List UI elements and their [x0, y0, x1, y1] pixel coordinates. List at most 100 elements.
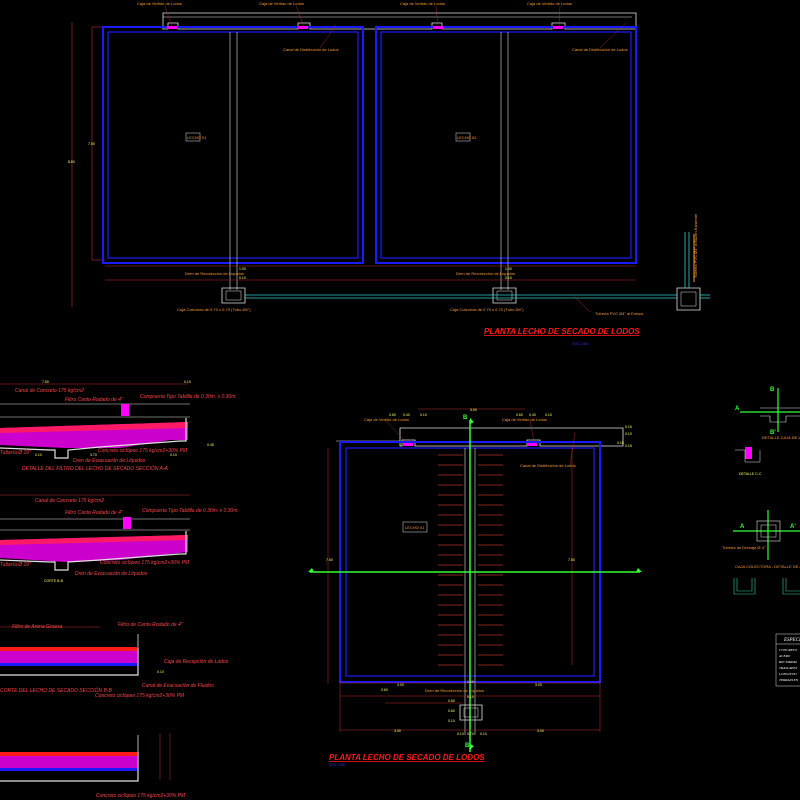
- s2-label-tuberia: Tubería Ø 10": [0, 562, 31, 568]
- title-planta-top-text: PLANTA LECHO DE SECADO DE LODOS: [484, 327, 640, 336]
- s3-label-canal: Canal de Evacuación de Fluidos: [142, 683, 214, 689]
- mark-a2-detail: A': [790, 524, 796, 530]
- dim-top-total: 3.00: [470, 408, 477, 412]
- label-tuberia-vertical: Tubería PVC Ø4" a Buzón Existente: [693, 213, 698, 278]
- dim-d2: 0.10: [239, 276, 246, 280]
- label-detail-1: DETALLE CAJA DE VERTIDO: [762, 435, 800, 440]
- title-planta-main-text: PLANTA LECHO DE SECADO DE LODOS: [329, 753, 485, 762]
- mark-a: A: [735, 406, 740, 412]
- s3-dim: 0.10: [157, 670, 164, 674]
- label-canal-distribucion-main: Canal de Distribución de Lodos: [520, 463, 576, 468]
- s3-title: CORTE DEL LECHO DE SECADO SECCIÓN B-B: [0, 687, 112, 694]
- scale-main: ESC 1/50: [330, 763, 345, 767]
- label-lecho-main: LECHO 01: [405, 525, 425, 530]
- label-caja-vertido-1: Caja de Vertido de Lodos: [137, 1, 182, 6]
- s1-dim-top: 7.50: [42, 380, 49, 384]
- plan-top: 8.80 7.50: [68, 1, 710, 346]
- dim-d3: 1.00: [505, 267, 512, 271]
- dim-bottom-left: 3.00: [397, 683, 404, 687]
- legend-item: RECUBRIM.: [778, 660, 798, 664]
- section-mark-b-top: B: [463, 415, 468, 421]
- dim-top-e: 0.40: [529, 413, 536, 417]
- s1-title: DETALLE DEL FILTRO DEL LECHO DE SECADO S…: [22, 465, 169, 472]
- dim-box-w1: 0.10: [457, 732, 464, 736]
- s1-dim-h: 0.45: [207, 443, 214, 447]
- mark-b: B: [770, 387, 775, 393]
- s2-corte: CORTE B-B: [44, 579, 64, 583]
- details-right: A B B' DETALLE CAJA DE VERTIDO DETALLE C…: [722, 387, 800, 595]
- dim-bot-total-left: 3.00: [394, 729, 401, 733]
- dim-box-w3: 0.10: [480, 732, 487, 736]
- s1-dim-right: 0.10: [184, 380, 191, 384]
- label-caja-colectora-1: Caja Colectora de 0.70 x 0.70 (Tubo Ø4"): [177, 307, 251, 312]
- label-caja-vertido-right: Caja de Vertido de Lodos: [502, 417, 547, 422]
- legend-item: ACERO: [778, 654, 791, 658]
- legend-item: TRASLAPES: [779, 666, 797, 670]
- legend-item: LONGITUD: [778, 672, 797, 676]
- label-caja-vertido-3: Caja de Vertido de Lodos: [400, 1, 445, 6]
- dim-d1: 1.00: [239, 267, 246, 271]
- dim-height-inner: 7.50: [88, 142, 95, 146]
- dim-right-2: 0.10: [625, 432, 632, 436]
- dim-top-f: 0.10: [545, 413, 552, 417]
- s1-label-filtro: Filtro Canto Rodado de 4": [65, 397, 123, 403]
- section-4: Concreto ciclópeo 175 kg/cm2+30% PM: [0, 733, 186, 799]
- s1-dim-c: 0.10: [170, 453, 177, 457]
- dim-bot-total-right: 3.00: [537, 729, 544, 733]
- legend-item: CONCRETO: [779, 648, 798, 652]
- label-detail-3: CAJA COLECTORA - DETALLE DE ARMADURA: [735, 564, 800, 569]
- s2-label-canal: Canal de Concreto 175 kg/cm2: [35, 498, 104, 504]
- s4-label-concreto: Concreto ciclópeo 175 kg/cm2+30% PM: [96, 793, 186, 799]
- dim-center-1: 1.00: [467, 680, 474, 684]
- dim-left-height: 7.50: [326, 558, 333, 562]
- section-1: 7.50 0.10 Canal de Concreto 175 kg/cm2 F…: [0, 380, 237, 472]
- mark-a-detail: A: [740, 524, 745, 530]
- dim-box-1: 0.60: [448, 699, 455, 703]
- section-mark-b-bottom: B': [465, 743, 471, 749]
- label-canal-distribucion-2: Canal de Distribución de Lodos: [572, 47, 628, 52]
- dim-top-c: 0.10: [420, 413, 427, 417]
- dim-box-3: 0.10: [448, 719, 455, 723]
- title-planta-main: PLANTA LECHO DE SECADO DE LODOS: [329, 753, 485, 762]
- dim-bottom-right: 3.00: [535, 683, 542, 687]
- plan-main: B B' LECHO 01 3.00 0.60 0.40 0.10 0.60 0…: [308, 408, 642, 767]
- dim-top-d: 0.60: [516, 413, 523, 417]
- dim-d4: 0.10: [505, 276, 512, 280]
- s3-label-filtro-canto: Filtro de Canto Rodado de 4": [118, 622, 183, 628]
- dim-top-b: 0.40: [403, 413, 410, 417]
- label-caja-vertido-left: Caja de Vertido de Lodos: [364, 417, 409, 422]
- dim-box-2: 0.60: [448, 709, 455, 713]
- label-dren-2: Dren de Recolección de Líquidos: [456, 271, 515, 276]
- dim-bottom-small: 0.60: [381, 688, 388, 692]
- s1-label-canal: Canal de Concreto 175 kg/cm2: [15, 388, 84, 394]
- label-dren-main: Dren de Recolección de Líquidos: [425, 688, 484, 693]
- legend-title: ESPECIFICACIONES: [783, 638, 800, 643]
- title-planta-top: PLANTA LECHO DE SECADO DE LODOS: [484, 327, 640, 336]
- s1-label-compuerta: Compuerta Tipo Tablilla de 0.30m. x 0.30…: [140, 394, 237, 400]
- label-lecho-02: LECHO 02: [457, 135, 477, 140]
- label-lecho-01: LECHO 01: [187, 135, 207, 140]
- label-detail-2: DETALLE C-C: [739, 472, 762, 476]
- s2-label-compuerta: Compuerta Tipo Tablilla de 0.30m. x 0.30…: [142, 508, 239, 514]
- s3-label-caja: Caja de Recepción de Lodos: [164, 659, 229, 665]
- dim-right-1: 0.15: [625, 425, 632, 429]
- s1-label-dren: Dren de Evacuación de Líquidos: [73, 458, 146, 464]
- dim-box-w2: 0.70: [467, 732, 474, 736]
- scale-top: ESC 1/50: [573, 342, 588, 346]
- legend: ESPECIFICACIONES CONCRETO ACERO RECUBRIM…: [775, 633, 800, 687]
- dim-height-outer: 8.80: [68, 160, 75, 164]
- dim-right-4: 0.15: [625, 444, 632, 448]
- section-3: Filtro de Arena Gruesa Filtro de Canto R…: [0, 622, 229, 699]
- mark-b2: B': [770, 430, 776, 436]
- dim-right-height: 7.50: [568, 558, 575, 562]
- label-dren-1: Dren de Recolección de Líquidos: [185, 271, 244, 276]
- s1-label-concreto: Concreto ciclópeo 175 kg/cm2+30% PM: [98, 448, 188, 454]
- dim-center-2: 0.10: [467, 695, 474, 699]
- dim-right-3: 0.10: [617, 441, 624, 445]
- s1-dim-b: 3.70: [90, 453, 97, 457]
- label-canal-distribucion-1: Canal de Distribución de Lodos: [283, 47, 339, 52]
- s3-label-concreto: Concreto ciclópeo 175 kg/cm2+30% PM: [95, 693, 185, 699]
- s2-label-concreto: Concreto ciclópeo 175 kg/cm2+30% PM: [100, 560, 190, 566]
- dim-top-a: 0.60: [389, 413, 396, 417]
